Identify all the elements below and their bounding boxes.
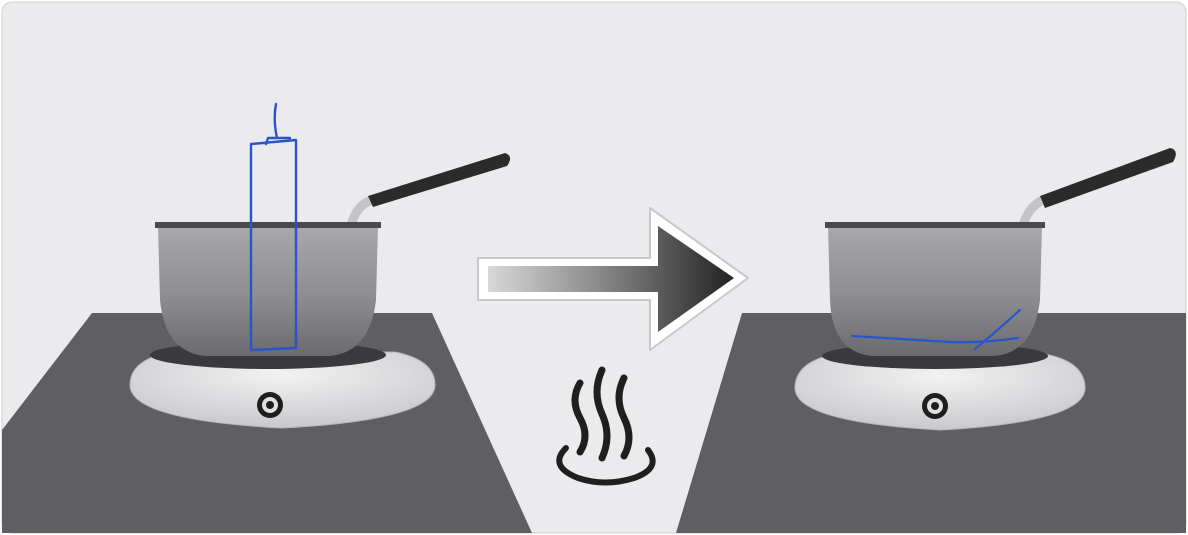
left-knob-icon xyxy=(257,392,283,418)
left-pot xyxy=(155,222,381,356)
right-knob-icon xyxy=(922,393,948,419)
right-hot-plate xyxy=(795,343,1085,430)
